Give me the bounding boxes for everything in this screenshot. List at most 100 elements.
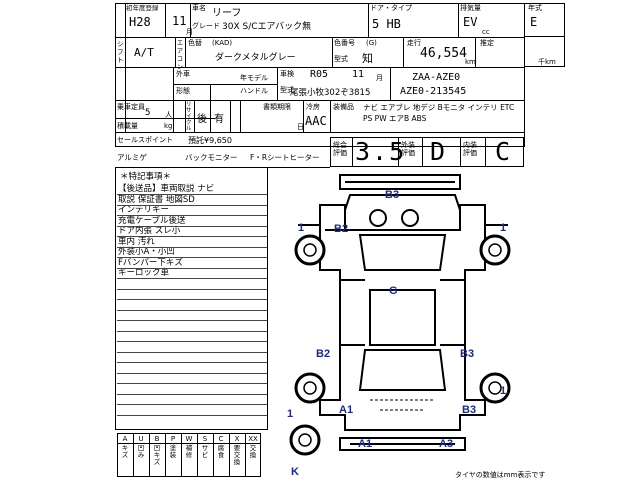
notes-panel — [115, 167, 268, 430]
period-unit: 日 — [297, 123, 304, 131]
note-rule — [117, 194, 267, 195]
load-unit: kg — [164, 122, 173, 130]
notes-title: ＊特記事項＊ — [120, 172, 172, 182]
fuel-unit: cc — [482, 28, 490, 36]
equipment-label: 装備品 — [333, 103, 354, 111]
note-line: 【後送品】車両取説 ナビ — [118, 184, 215, 194]
body-outline — [319, 204, 486, 431]
note-rule — [117, 404, 267, 405]
legend-label: 凹み — [137, 444, 145, 459]
code-1-front-left: 1 — [298, 222, 305, 234]
capacity-label: 乗車定員 — [117, 103, 145, 111]
note-rule — [117, 393, 267, 395]
overall-label: 総合評価 — [333, 141, 347, 157]
type-label: 型式 — [334, 55, 348, 63]
note-rule — [117, 309, 267, 311]
note-rule — [117, 204, 267, 206]
legend-label: 補修 — [185, 444, 193, 459]
sales-label: セールスポイント — [117, 136, 173, 144]
color2-label: 色番号 — [334, 39, 355, 47]
first-reg-month-unit: 月 — [186, 28, 193, 36]
cabin-outline — [358, 234, 447, 271]
inspection-month: 11 — [352, 69, 365, 80]
legend-header: A — [122, 435, 128, 443]
sales-item-3: F・Rシートヒーター — [250, 153, 320, 162]
ext-label: 外車 — [176, 70, 190, 78]
header-table — [115, 3, 525, 147]
legend-label: 腐食 — [217, 444, 225, 459]
note-rule — [117, 236, 267, 237]
exterior-score: D — [430, 137, 446, 166]
mileage-label: 走行 — [407, 39, 421, 47]
note-line: 車内 汚れ — [118, 236, 155, 247]
capacity-value: 5 — [145, 108, 151, 118]
legend-header: W — [185, 435, 193, 443]
first-reg-label: 初年度登録 — [126, 4, 159, 12]
legend-header: XX — [248, 435, 258, 443]
code-1-spare: 1 — [287, 408, 294, 420]
note-line: 充電ケーブル後送 — [118, 215, 186, 226]
legend-label: サビ — [201, 444, 209, 459]
vin-value: AZE0-213545 — [400, 86, 467, 97]
type-char: 知 — [362, 52, 373, 65]
rear-bumper — [339, 437, 466, 451]
code-b3-rear: B3 — [460, 348, 475, 360]
shift-label: シフト — [117, 40, 124, 64]
load-label: 積載量 — [117, 122, 138, 130]
front-lamp-left — [369, 209, 387, 227]
model-year-label: 年モデル — [240, 74, 268, 82]
equipment-line2: PS PW エアB ABS — [363, 114, 427, 123]
overall-score: 3.5 — [355, 137, 407, 166]
hood-outline — [344, 194, 461, 231]
aircon-type-label: 冷房 — [306, 103, 320, 111]
sales-item-2: バックモニター — [185, 153, 238, 162]
color2-code: (G) — [366, 39, 377, 47]
code-b3-top: B3 — [385, 189, 400, 201]
note-rule — [117, 362, 267, 363]
tire-note: タイヤの数値はmm表示です — [455, 471, 546, 479]
note-rule — [117, 225, 267, 227]
grade-label: グレード — [192, 22, 220, 30]
aircon-label: エアコン — [177, 40, 184, 71]
code-a1-bottom: A1 — [358, 438, 373, 450]
door-type-label: ドア・タイプ — [370, 4, 412, 12]
note-line: キーロック車 — [118, 268, 170, 278]
handle-label: ハンドル — [240, 87, 268, 95]
code-b2-rear: B2 — [316, 348, 331, 360]
code-g-center: G — [389, 285, 398, 297]
model-name: リーフ — [212, 8, 242, 19]
legend-label: 塗装 — [169, 444, 177, 459]
legend-label: 要交換 — [233, 444, 241, 466]
legend-header: U — [138, 435, 144, 443]
recycle-prefix: 後 — [197, 114, 207, 125]
note-rule — [117, 320, 267, 321]
legend-header: C — [218, 435, 224, 443]
aircon-type-value: AAC — [305, 114, 327, 128]
note-line: 取説 保証書 地図SD — [118, 194, 195, 205]
legend-header: B — [154, 435, 160, 443]
front-bumper — [339, 174, 461, 190]
note-rule — [117, 246, 267, 248]
legend-label: キズ — [121, 444, 129, 459]
fuel-label: 排気量 — [460, 4, 481, 12]
inspection-month-unit: 月 — [376, 74, 383, 82]
legend-label: 交換 — [249, 444, 257, 459]
year-grade: E — [530, 15, 538, 29]
note-rule — [117, 383, 267, 384]
year-label: 年式 — [528, 4, 542, 12]
inspection-label: 車検 — [280, 70, 294, 78]
car-diagram — [289, 174, 511, 456]
note-rule — [117, 278, 267, 279]
interior-score: C — [495, 137, 511, 166]
note-line: Fバンパー下キズ — [118, 257, 183, 268]
code-a1-rear: A1 — [339, 404, 354, 416]
mileage-unit: km — [465, 58, 476, 66]
note-rule — [117, 288, 267, 290]
note-rule — [117, 267, 267, 269]
mileage-right-box — [525, 37, 565, 67]
code-1-front-right: 1 — [500, 222, 507, 234]
capacity-unit: 人 — [165, 111, 172, 119]
first-reg-month: 11 — [172, 14, 187, 28]
chassis-label: 型式 — [280, 86, 294, 94]
plate-value: 尾張小牧302ぞ3815 — [290, 88, 371, 98]
